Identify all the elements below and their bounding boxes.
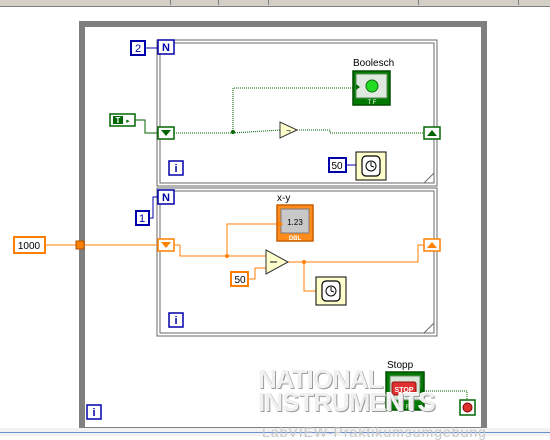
boolean-constant-value: T <box>116 116 121 125</box>
top-bar-segment <box>218 0 269 5</box>
numeric-wire-from-sr <box>174 244 227 257</box>
boolean-tf-text: T F <box>368 100 377 106</box>
bottom-divider-line <box>0 432 550 433</box>
loop-count-symbol: N <box>162 42 170 54</box>
numeric-indicator-label: x-y <box>277 193 290 204</box>
boolean-wire-from-not <box>297 129 424 134</box>
loop-count-value-bottom: 1 <box>139 213 145 225</box>
window-top-bar <box>0 0 550 7</box>
stop-wire <box>424 390 468 400</box>
svg-text:¬: ¬ <box>286 126 291 135</box>
stop-sign-icon[interactable] <box>459 399 476 416</box>
led-icon <box>365 79 379 93</box>
boolean-constant-flag: ▸ <box>126 118 130 125</box>
numeric-wire-from-subtract <box>288 261 316 292</box>
boolean-indicator[interactable]: T F <box>352 70 391 106</box>
numeric-display-value: 1.23 <box>287 218 303 227</box>
numeric-indicator[interactable]: 1.23 DBL <box>276 204 314 242</box>
window-bottom-strip <box>0 428 550 436</box>
numeric-wire-to-indicator <box>226 223 277 256</box>
iteration-terminal-top <box>168 160 184 176</box>
top-bar-segment <box>170 0 219 5</box>
count-wire-bottom <box>149 196 158 219</box>
for-loop-top[interactable] <box>156 39 438 187</box>
boolean-wire-to-indicator <box>232 87 353 133</box>
iteration-symbol-bottom: i <box>174 315 177 327</box>
boolean-indicator-label: Boolesch <box>353 58 394 69</box>
iteration-terminal-while <box>86 404 102 420</box>
stopwatch-icon[interactable] <box>355 151 387 181</box>
tunnel-while-loop <box>75 240 85 250</box>
wire-junction-top <box>231 130 235 134</box>
footer-caption: LabVIEW-Praktikumsumgebung <box>262 424 487 440</box>
constant-50-value: 50 <box>234 275 246 286</box>
shift-register-left-top[interactable] <box>157 126 175 140</box>
numeric-wire-to-subtract-y <box>248 267 266 280</box>
watermark-line-1: NATIONAL <box>258 364 383 394</box>
top-bar-segment <box>0 0 171 5</box>
constant-50-bottom[interactable] <box>230 271 249 287</box>
numeric-indicator-arrow <box>279 221 283 227</box>
loop-count-symbol-bottom: N <box>162 192 170 204</box>
iteration-symbol-top: i <box>174 163 177 175</box>
shift-register-right-top[interactable] <box>423 126 441 140</box>
wait-value-top: 50 <box>331 161 343 172</box>
numeric-wire-to-sr-right <box>304 244 424 263</box>
stop-output-arrow <box>420 388 424 394</box>
block-diagram: N 2 T ▸ ¬ Boolesch T F i 50 <box>13 21 487 433</box>
watermark-line-2: INSTRUMENTS <box>258 387 436 417</box>
iteration-symbol-while: i <box>92 407 95 419</box>
stop-button-control[interactable]: STOP T F <box>385 371 425 411</box>
subtract-icon[interactable] <box>265 249 290 275</box>
top-bar-segment <box>268 0 419 5</box>
dbl-tag: DBL <box>289 236 302 242</box>
top-bar-segment <box>418 0 519 5</box>
shift-register-right-bottom[interactable] <box>423 238 441 252</box>
stopwatch-icon-bottom[interactable] <box>315 276 347 306</box>
iteration-terminal-bottom <box>168 312 184 328</box>
boolean-constant-t-box <box>113 116 123 124</box>
stop-control-label: Stopp <box>387 360 414 371</box>
loop-count-terminal-top[interactable] <box>157 39 175 55</box>
constant-1000-value: 1000 <box>18 241 41 252</box>
wire-junction-bottom <box>225 254 229 258</box>
stop-tf-text: T F <box>401 405 410 411</box>
boolean-wire-in <box>135 119 158 134</box>
loop-count-value-top: 2 <box>135 43 141 55</box>
stop-button-text: STOP <box>395 387 414 394</box>
shift-register-left-bottom[interactable] <box>157 238 175 252</box>
boolean-indicator-arrow <box>356 84 360 90</box>
not-gate-icon[interactable]: ¬ <box>279 121 299 139</box>
national-instruments-watermark: NATIONAL INSTRUMENTS <box>258 364 436 417</box>
